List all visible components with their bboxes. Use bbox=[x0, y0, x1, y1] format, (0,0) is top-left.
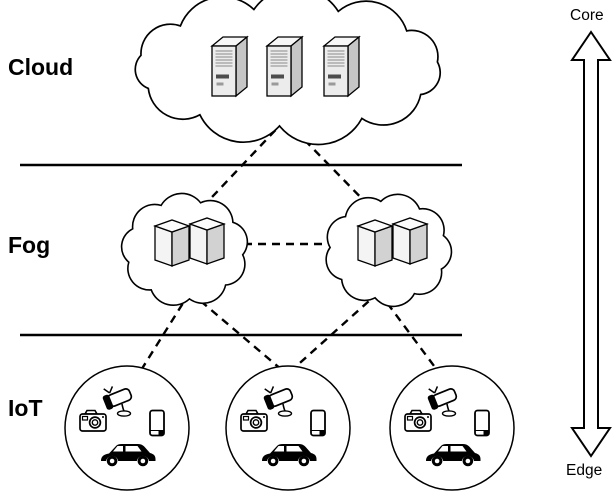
cloud-server-1 bbox=[211, 36, 248, 97]
core-edge-double-arrow-icon bbox=[570, 30, 612, 458]
iot-group-1-circle bbox=[64, 365, 190, 491]
fog-left-server-2 bbox=[189, 217, 225, 265]
fog-right-server-1 bbox=[357, 219, 393, 267]
cloud-server-2 bbox=[266, 36, 303, 97]
link-fogleft-iot2 bbox=[189, 291, 283, 371]
cloud-server-3 bbox=[323, 36, 360, 97]
link-cloud-fog-left bbox=[194, 119, 286, 216]
fog-left-server-1 bbox=[154, 219, 190, 267]
fog-right-server-2 bbox=[392, 217, 428, 265]
edge-axis-label: Edge bbox=[566, 462, 602, 479]
fog-layer-label: Fog bbox=[8, 232, 50, 258]
iot-layer-label: IoT bbox=[8, 395, 43, 421]
core-axis-label: Core bbox=[570, 7, 604, 24]
link-fogright-iot2 bbox=[291, 291, 380, 371]
iot-group-3-circle bbox=[389, 365, 515, 491]
cloud-layer-label: Cloud bbox=[8, 54, 73, 80]
link-fogleft-iot1 bbox=[136, 291, 192, 376]
iot-group-2-circle bbox=[225, 365, 351, 491]
